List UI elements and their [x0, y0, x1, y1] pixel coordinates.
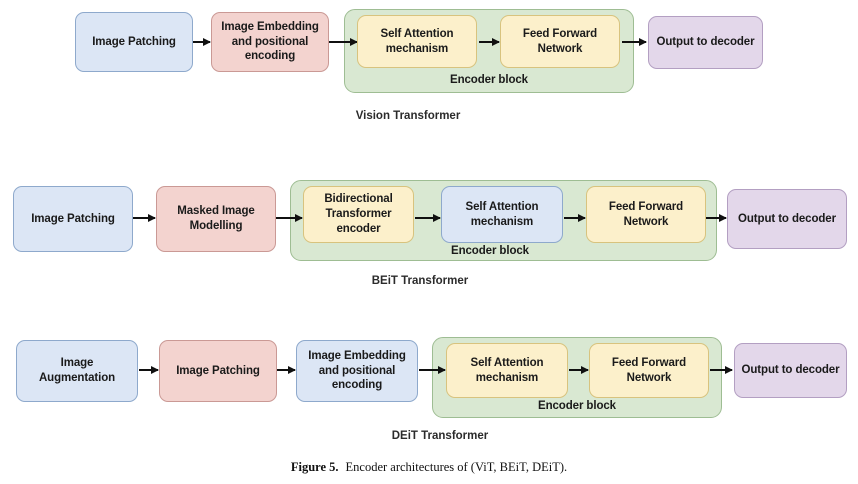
- arrow-beit-5: [706, 213, 727, 222]
- node-deit-feed-forward-network[interactable]: Feed Forward Network: [589, 343, 709, 398]
- node-beit-bidirectional-transformer-encoder[interactable]: Bidirectional Transformer encoder: [303, 186, 414, 243]
- node-deit-output-to-decoder[interactable]: Output to decoder: [734, 343, 847, 398]
- encoder-block-label-deit: Encoder block: [538, 400, 616, 412]
- node-label: Self Attention mechanism: [470, 356, 544, 384]
- node-beit-masked-image-modelling[interactable]: Masked Image Modelling: [156, 186, 276, 252]
- node-label: Feed Forward Network: [608, 200, 684, 228]
- node-label: Bidirectional Transformer encoder: [324, 193, 393, 235]
- arrow-deit-5: [710, 365, 733, 374]
- node-deit-self-attention-mechanism[interactable]: Self Attention mechanism: [446, 343, 568, 398]
- node-label: Image Patching: [176, 364, 260, 377]
- arrow-beit-1: [133, 213, 156, 222]
- node-label: Feed Forward Network: [611, 356, 687, 384]
- encoder-block-label-vit: Encoder block: [450, 74, 528, 86]
- node-label: Image Patching: [92, 35, 176, 48]
- node-deit-image-augmentation[interactable]: Image Augmentation: [16, 340, 138, 402]
- arrow-beit-4: [564, 213, 586, 222]
- row-title-beit-transformer: BEiT Transformer: [371, 275, 469, 287]
- node-label: Output to decoder: [656, 36, 755, 49]
- node-label: Output to decoder: [738, 212, 836, 225]
- node-label: Image Embedding and positional encoding: [308, 349, 406, 392]
- node-beit-image-patching[interactable]: Image Patching: [13, 186, 133, 252]
- arrow-vit-1: [193, 37, 211, 46]
- encoder-block-label-beit: Encoder block: [451, 245, 529, 257]
- node-vit-self-attention-mechanism[interactable]: Self Attention mechanism: [357, 15, 477, 68]
- node-label: Masked Image Modelling: [177, 205, 255, 232]
- arrow-vit-3: [479, 37, 500, 46]
- node-vit-image-embedding-positional-encoding[interactable]: Image Embedding and positional encoding: [211, 12, 329, 72]
- node-vit-image-patching[interactable]: Image Patching: [75, 12, 193, 72]
- node-label: Feed Forward Network: [522, 27, 598, 55]
- row-title-deit-transformer: DEiT Transformer: [391, 430, 489, 442]
- figure-caption-label: Figure 5.: [290, 460, 339, 474]
- node-label: Output to decoder: [741, 364, 840, 377]
- figure-caption: Figure 5. Encoder architectures of (ViT, …: [0, 460, 858, 475]
- row-title-vision-transformer: Vision Transformer: [355, 110, 461, 122]
- arrow-deit-1: [139, 365, 159, 374]
- node-label: Image Embedding and positional encoding: [221, 20, 319, 63]
- arrow-beit-3: [415, 213, 441, 222]
- node-vit-feed-forward-network[interactable]: Feed Forward Network: [500, 15, 620, 68]
- node-label: Image Patching: [31, 212, 115, 225]
- node-beit-feed-forward-network[interactable]: Feed Forward Network: [586, 186, 706, 243]
- node-deit-image-patching[interactable]: Image Patching: [159, 340, 277, 402]
- node-label: Image Augmentation: [38, 357, 116, 384]
- node-beit-self-attention-mechanism[interactable]: Self Attention mechanism: [441, 186, 563, 243]
- node-label: Self Attention mechanism: [465, 200, 539, 228]
- arrow-deit-4: [569, 365, 589, 374]
- node-vit-output-to-decoder[interactable]: Output to decoder: [648, 16, 763, 69]
- figure-caption-text: Encoder architectures of (ViT, BEiT, DEi…: [345, 460, 568, 474]
- node-beit-output-to-decoder[interactable]: Output to decoder: [727, 189, 847, 249]
- arrow-deit-3: [419, 365, 446, 374]
- arrow-vit-2: [329, 37, 358, 46]
- node-label: Self Attention mechanism: [380, 27, 454, 55]
- node-deit-image-embedding-positional-encoding[interactable]: Image Embedding and positional encoding: [296, 340, 418, 402]
- arrow-vit-4: [622, 37, 647, 46]
- arrow-deit-2: [277, 365, 296, 374]
- arrow-beit-2: [276, 213, 303, 222]
